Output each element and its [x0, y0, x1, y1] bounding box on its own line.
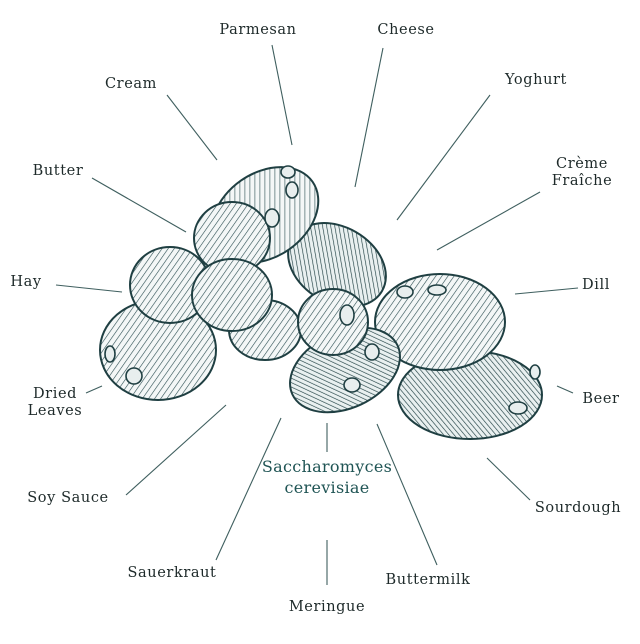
label-hay: Hay: [10, 274, 42, 290]
label-creme-fraiche: Crème Fraîche: [552, 156, 613, 190]
label-parmesan: Parmesan: [219, 22, 297, 38]
label-cheese: Cheese: [377, 22, 435, 38]
label-dill: Dill: [582, 277, 610, 293]
leader-line-sauerkraut: [215, 417, 282, 561]
label-soy-sauce: Soy Sauce: [27, 490, 109, 506]
species-title-line2: cerevisiae: [284, 478, 370, 497]
leader-line-hay: [55, 284, 123, 293]
leader-line-dill: [514, 287, 579, 295]
label-creme-fraiche-line1: Crème: [556, 156, 608, 172]
bud-scars: [104, 165, 541, 415]
label-sourdough: Sourdough: [534, 500, 622, 516]
label-butter: Butter: [32, 163, 84, 179]
leader-line-butter: [91, 177, 187, 233]
leader-line-buttermilk: [376, 423, 438, 566]
label-creme-fraiche-line2: Fraîche: [551, 173, 613, 189]
leader-line-creme-fraiche: [436, 191, 541, 251]
leader-lines: [55, 44, 579, 585]
label-sauerkraut: Sauerkraut: [127, 565, 217, 581]
leader-line-sourdough: [486, 457, 531, 501]
label-dried-leaves: Dried Leaves: [28, 386, 83, 420]
label-yoghurt: Yoghurt: [505, 72, 567, 88]
yeast-cell: [297, 288, 369, 356]
leader-line-beer: [556, 385, 574, 394]
leader-line-yoghurt: [396, 94, 491, 221]
leader-line-cream: [166, 94, 218, 161]
leader-line-dried-leaves: [85, 385, 103, 394]
leader-line-parmesan: [271, 44, 293, 146]
yeast-cells: [99, 165, 543, 440]
leader-line-cheese: [354, 47, 384, 188]
label-dried-leaves-line1: Dried: [32, 386, 78, 402]
label-beer: Beer: [582, 391, 620, 407]
species-title-line1: Saccharomyces: [261, 457, 393, 476]
leader-line-soy-sauce: [125, 404, 227, 496]
species-title: Saccharomyces cerevisiae: [262, 456, 392, 498]
label-dried-leaves-line2: Leaves: [27, 403, 83, 419]
yeast-cell: [191, 258, 273, 332]
label-buttermilk: Buttermilk: [385, 572, 471, 588]
label-cream: Cream: [104, 76, 158, 92]
label-meringue: Meringue: [288, 599, 366, 615]
